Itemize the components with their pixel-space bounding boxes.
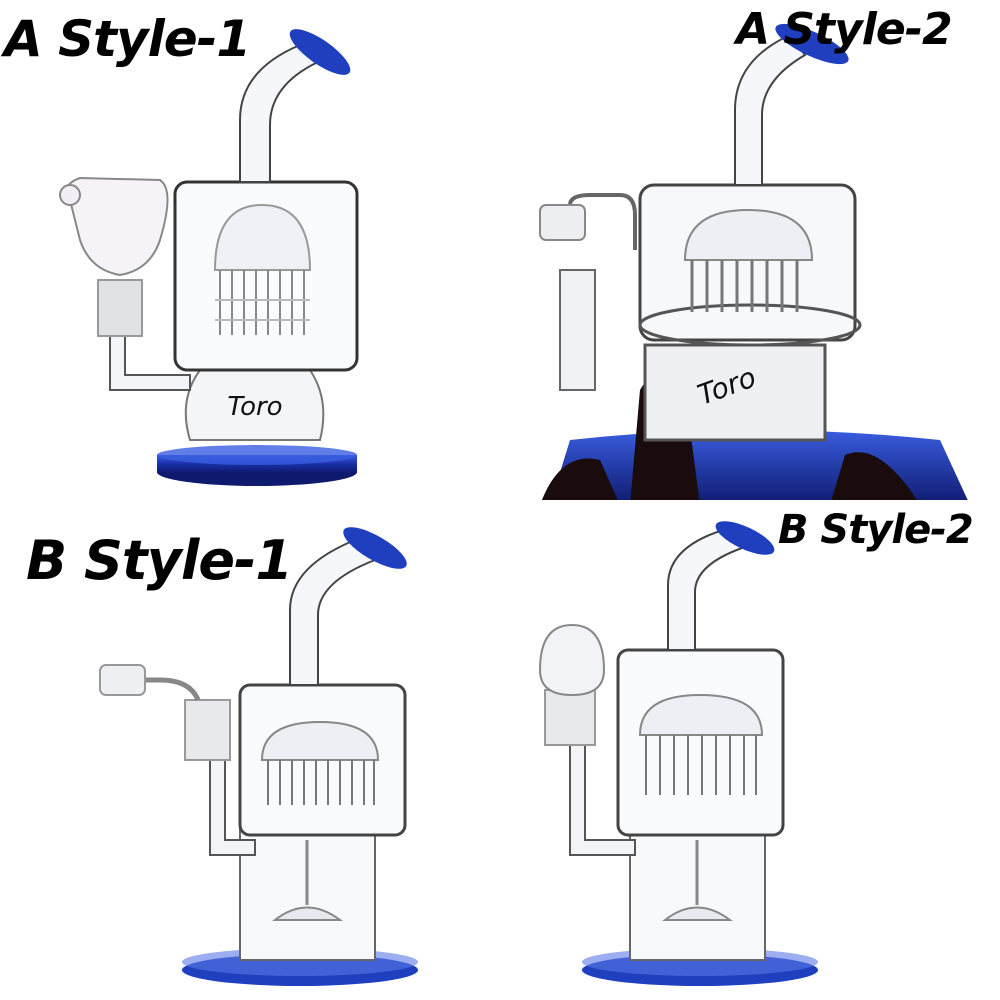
style-label: A Style-1 bbox=[4, 10, 251, 68]
style-label: B Style-2 bbox=[778, 507, 974, 553]
water-pipe-image: Toro bbox=[539, 23, 968, 500]
style-label: A Style-2 bbox=[736, 4, 953, 55]
product-panel-b-style-1: B Style-1 bbox=[0, 500, 500, 1000]
water-pipe-image: Toro bbox=[59, 29, 359, 486]
style-label: B Style-1 bbox=[26, 529, 293, 592]
product-panel-a-style-2: Toro A Style-2 bbox=[500, 0, 1000, 500]
product-panel-b-style-2: B Style-2 bbox=[500, 500, 1000, 1000]
water-pipe-image bbox=[99, 527, 418, 986]
toro-logo: Toro bbox=[227, 392, 282, 422]
water-pipe-image bbox=[538, 521, 818, 986]
product-panel-a-style-1: Toro A Style-1 bbox=[0, 0, 500, 500]
